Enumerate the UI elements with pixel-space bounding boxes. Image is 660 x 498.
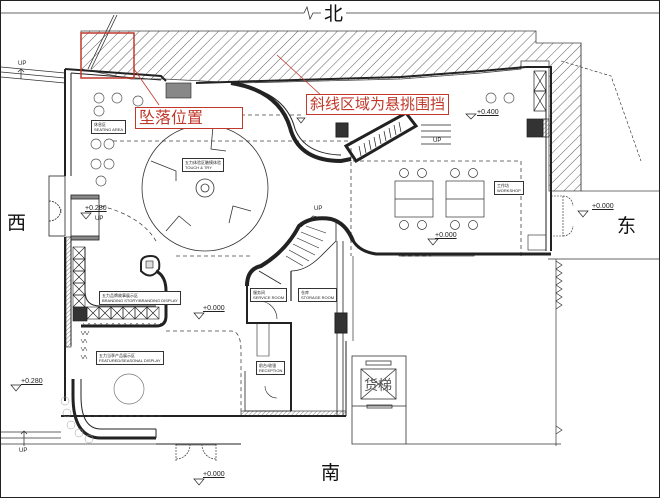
fall-location-box <box>80 32 135 79</box>
room-label-reception: 前台/收银 RECEPTION <box>256 361 286 375</box>
room-zh: 五力当季产品展示区 <box>99 353 135 358</box>
room-label-featured: 五力当季产品展示区 FEATURED/SEASONAL DISPLAY <box>96 351 164 365</box>
zone-dashed-lines <box>73 114 522 417</box>
touch-try-circle <box>141 124 269 252</box>
elevation-north-east: +0.400 <box>477 109 499 116</box>
east-wall-elements <box>526 70 550 138</box>
east-label: 东 <box>617 215 637 237</box>
up-label-west: UP <box>95 216 104 222</box>
west-label: 西 <box>7 212 27 234</box>
hatched-area-callout: 斜线区域为悬挑围挡 <box>306 94 450 115</box>
up-label-sw: UP <box>19 448 28 454</box>
room-zh: 五力体验区触摸体验 <box>185 160 221 165</box>
room-zh: 仓库 <box>301 290 309 295</box>
workshop-tables <box>394 168 485 230</box>
fall-position-callout: 坠落位置 <box>135 107 243 129</box>
up-label-north-stair: UP <box>433 138 442 144</box>
up-label-stair: UP <box>314 206 323 212</box>
branding-display-shelves <box>72 246 168 328</box>
room-en: TOUCH & TRY <box>185 165 212 170</box>
seating-chairs <box>90 92 144 187</box>
room-zh: 休息区 <box>94 122 106 127</box>
north-label: 北 <box>324 3 344 25</box>
room-en: WORKSHOP <box>497 188 521 193</box>
freight-lift <box>351 355 407 445</box>
room-label-seating: 休息区 SEATING AREA <box>91 120 127 134</box>
elevation-markers <box>10 113 589 486</box>
ne-chairs <box>485 92 515 104</box>
room-en: RECEPTION <box>259 368 283 373</box>
freight-lift-label: 货梯 <box>364 378 392 394</box>
room-zh: 前台/收银 <box>259 363 277 368</box>
up-arrows <box>17 68 28 446</box>
room-label-branding: 五力品牌故事展示区 BRANDING STORY/BRANDING DISPLA… <box>99 291 181 305</box>
elevation-west-lower: +0.280 <box>21 378 43 385</box>
elevation-west-entry: +0.280 <box>85 205 107 212</box>
room-en: SERVICE ROOM <box>253 295 285 300</box>
west-entrance <box>48 175 100 241</box>
elevation-east-door: +0.000 <box>592 203 614 210</box>
featured-display <box>60 330 241 461</box>
room-label-service: 服务间 SERVICE ROOM <box>250 288 288 302</box>
room-zh: 五力品牌故事展示区 <box>102 293 138 298</box>
room-en: SEATING AREA <box>94 127 124 132</box>
sw-ramp <box>1 431 156 445</box>
central-core <box>244 215 355 416</box>
room-label-touch: 五力体验区触摸体验 TOUCH & TRY <box>182 158 224 172</box>
room-en: FEATURED/SEASONAL DISPLAY <box>99 358 161 363</box>
room-en: STORAGE ROOM <box>301 295 335 300</box>
room-label-storage: 仓库 STORAGE ROOM <box>298 288 338 302</box>
south-label: 南 <box>321 462 341 484</box>
room-zh: 服务间 <box>253 290 265 295</box>
elevation-workshop: +0.000 <box>435 232 457 239</box>
north-curved-wall <box>165 81 352 164</box>
room-label-workshop: 工作坊 WORKSHOP <box>494 181 524 195</box>
up-label-nw: UP <box>18 61 27 67</box>
workshop-south-wall <box>349 60 642 257</box>
elevation-center: +0.000 <box>203 305 225 312</box>
room-zh: 工作坊 <box>497 183 509 188</box>
east-courtyard <box>352 256 659 446</box>
red-annotations <box>80 32 324 106</box>
room-en: BRANDING STORY/BRANDING DISPLAY <box>102 298 178 303</box>
bar-counter <box>343 111 451 164</box>
nw-ramp <box>1 66 66 84</box>
elevation-south: +0.000 <box>203 471 225 478</box>
